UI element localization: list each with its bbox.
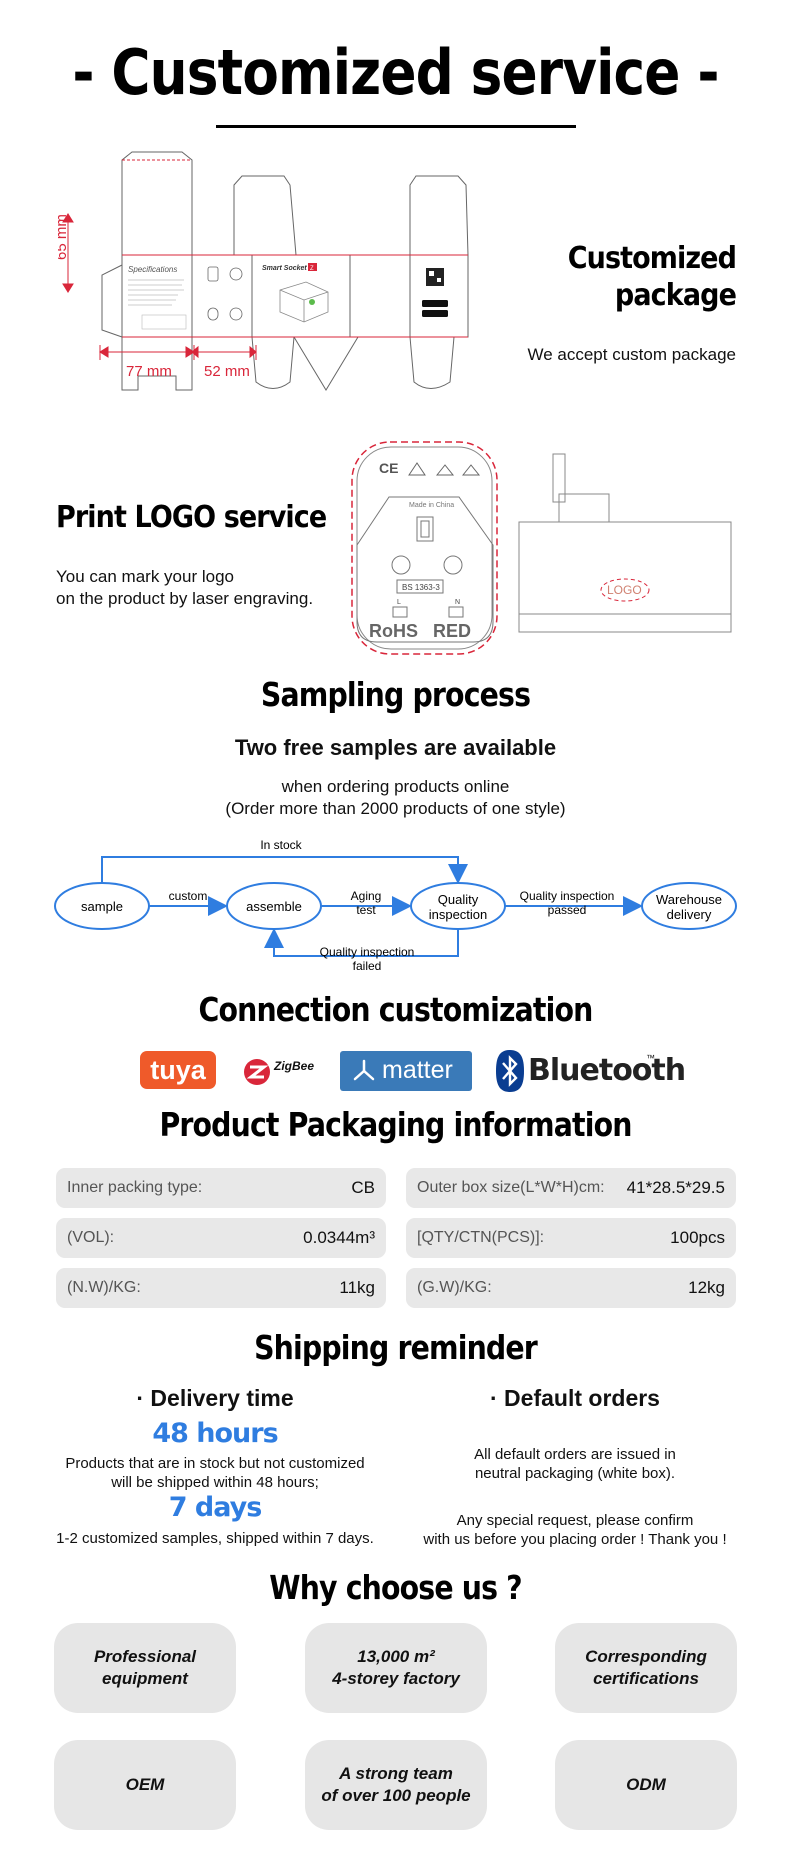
edge-failed-1: Quality inspection xyxy=(320,945,415,959)
edge-in-stock: In stock xyxy=(260,838,302,852)
matter-logo: matter xyxy=(340,1051,472,1091)
pack-label: [QTY/CTN(PCS)]: xyxy=(417,1229,545,1246)
delivery-days-line1: 1-2 customized samples, shipped within 7… xyxy=(56,1530,374,1547)
node-quality-1: Quality xyxy=(438,892,479,907)
why-card-certifications: Corresponding certifications xyxy=(555,1623,737,1713)
node-warehouse-1: Warehouse xyxy=(656,892,722,907)
logo-service-desc-1: You can mark your logo xyxy=(56,567,234,586)
sampling-title: Sampling process xyxy=(260,675,531,714)
edge-aging-1: Aging xyxy=(351,889,382,903)
pack-value: CB xyxy=(351,1178,375,1197)
delivery-hours: 48 hours xyxy=(152,1418,278,1449)
plug-l: L xyxy=(397,599,401,606)
edge-failed-2: failed xyxy=(353,959,382,973)
pack-nw: (N.W)/KG: 11kg xyxy=(56,1268,386,1308)
logo-service-title: Print LOGO service xyxy=(56,500,327,535)
bluetooth-logo: Bluetooth ™ xyxy=(496,1050,686,1092)
zigbee-icon xyxy=(244,1059,270,1085)
plug-logo: LOGO xyxy=(607,583,642,597)
delivery-days: 7 days xyxy=(168,1492,263,1523)
package-title: Customized package xyxy=(567,241,737,313)
dim-width-2: 52 mm xyxy=(204,363,250,380)
title-underline xyxy=(216,125,576,128)
plug-red: RED xyxy=(433,621,471,641)
node-assemble: assemble xyxy=(246,899,302,914)
node-quality-2: inspection xyxy=(429,907,488,922)
package-dieline: Specifications Smart Socket Z 65 mm 77 m… xyxy=(58,151,469,391)
bluetooth-icon xyxy=(496,1050,524,1092)
sampling-flowchart: sample assemble Quality inspection Wareh… xyxy=(54,838,737,973)
pack-label: (G.W)/KG: xyxy=(417,1279,492,1296)
default-line1: All default orders are issued in xyxy=(474,1446,676,1463)
pack-label: Outer box size(L*W*H)cm: xyxy=(417,1179,605,1196)
edge-aging-2: test xyxy=(356,903,376,917)
sampling-line2: (Order more than 2000 products of one st… xyxy=(225,799,566,818)
plug-bs: BS 1363-3 xyxy=(402,583,440,592)
pack-value: 41*28.5*29.5 xyxy=(626,1178,725,1197)
why-title: Why choose us ? xyxy=(269,1568,522,1607)
default-line3: Any special request, please confirm xyxy=(456,1512,694,1529)
edge-passed-2: passed xyxy=(548,903,587,917)
shipping-title: Shipping reminder xyxy=(254,1328,538,1367)
delivery-hours-line2: will be shipped within 48 hours; xyxy=(111,1474,319,1491)
pack-value: 0.0344m³ xyxy=(303,1228,375,1247)
dim-height: 65 mm xyxy=(58,214,70,260)
why-card-odm: ODM xyxy=(555,1740,737,1830)
packaging-title: Product Packaging information xyxy=(159,1105,632,1144)
box-spec-title: Specifications xyxy=(128,265,177,274)
box-brand: Smart Socket xyxy=(262,265,307,272)
connection-title: Connection customization xyxy=(198,990,593,1029)
plug-side-illustration: LOGO xyxy=(518,453,732,633)
pack-label: Inner packing type: xyxy=(67,1179,203,1196)
edge-custom: custom xyxy=(169,889,208,903)
dim-width-1: 77 mm xyxy=(126,363,172,380)
zigbee-text: ZigBee xyxy=(274,1059,315,1073)
pack-qty: [QTY/CTN(PCS)]: 100pcs xyxy=(406,1218,736,1258)
default-line2: neutral packaging (white box). xyxy=(474,1465,676,1482)
pack-outer-size: Outer box size(L*W*H)cm: 41*28.5*29.5 xyxy=(406,1168,736,1208)
svg-text:CE: CE xyxy=(379,460,398,476)
sampling-line1: when ordering products online xyxy=(281,777,510,796)
why-card-factory: 13,000 m² 4-storey factory xyxy=(305,1623,487,1713)
bluetooth-tm: ™ xyxy=(646,1053,655,1063)
box-badge: Z xyxy=(310,266,314,272)
bluetooth-text: Bluetooth xyxy=(528,1053,686,1088)
package-desc: We accept custom package xyxy=(527,345,736,364)
why-card-oem: OEM xyxy=(54,1740,236,1830)
plug-n: N xyxy=(455,599,460,606)
logo-service-desc-2: on the product by laser engraving. xyxy=(56,589,314,608)
pack-value: 12kg xyxy=(688,1278,725,1297)
default-title: · Default orders xyxy=(490,1385,660,1411)
page-title: - Customized service - xyxy=(72,36,719,109)
pack-value: 100pcs xyxy=(670,1228,725,1247)
delivery-title: · Delivery time xyxy=(136,1385,294,1411)
plug-rohs: RoHS xyxy=(369,621,418,641)
plug-made: Made in China xyxy=(409,502,454,509)
tuya-logo: tuya xyxy=(140,1051,216,1089)
pack-value: 11kg xyxy=(339,1278,375,1297)
why-card-team: A strong team of over 100 people xyxy=(305,1740,487,1830)
sampling-subtitle: Two free samples are available xyxy=(234,735,557,760)
pack-vol: (VOL): 0.0344m³ xyxy=(56,1218,386,1258)
why-card-equipment: Professional equipment xyxy=(54,1623,236,1713)
pack-label: (VOL): xyxy=(67,1229,115,1246)
pack-label: (N.W)/KG: xyxy=(67,1279,141,1296)
matter-icon xyxy=(353,1059,375,1081)
node-sample: sample xyxy=(81,899,123,914)
delivery-hours-line1: Products that are in stock but not custo… xyxy=(65,1455,365,1472)
default-line4: with us before you placing order ! Thank… xyxy=(423,1531,727,1548)
matter-text: matter xyxy=(382,1056,453,1084)
zigbee-logo: ZigBee xyxy=(243,1055,323,1089)
node-warehouse-2: delivery xyxy=(667,907,712,922)
edge-passed-1: Quality inspection xyxy=(520,889,615,903)
pack-inner-type: Inner packing type: CB xyxy=(56,1168,386,1208)
pack-gw: (G.W)/KG: 12kg xyxy=(406,1268,736,1308)
plug-face-illustration: CE Made in China BS 1363-3 L N RoHS RED xyxy=(351,441,498,655)
